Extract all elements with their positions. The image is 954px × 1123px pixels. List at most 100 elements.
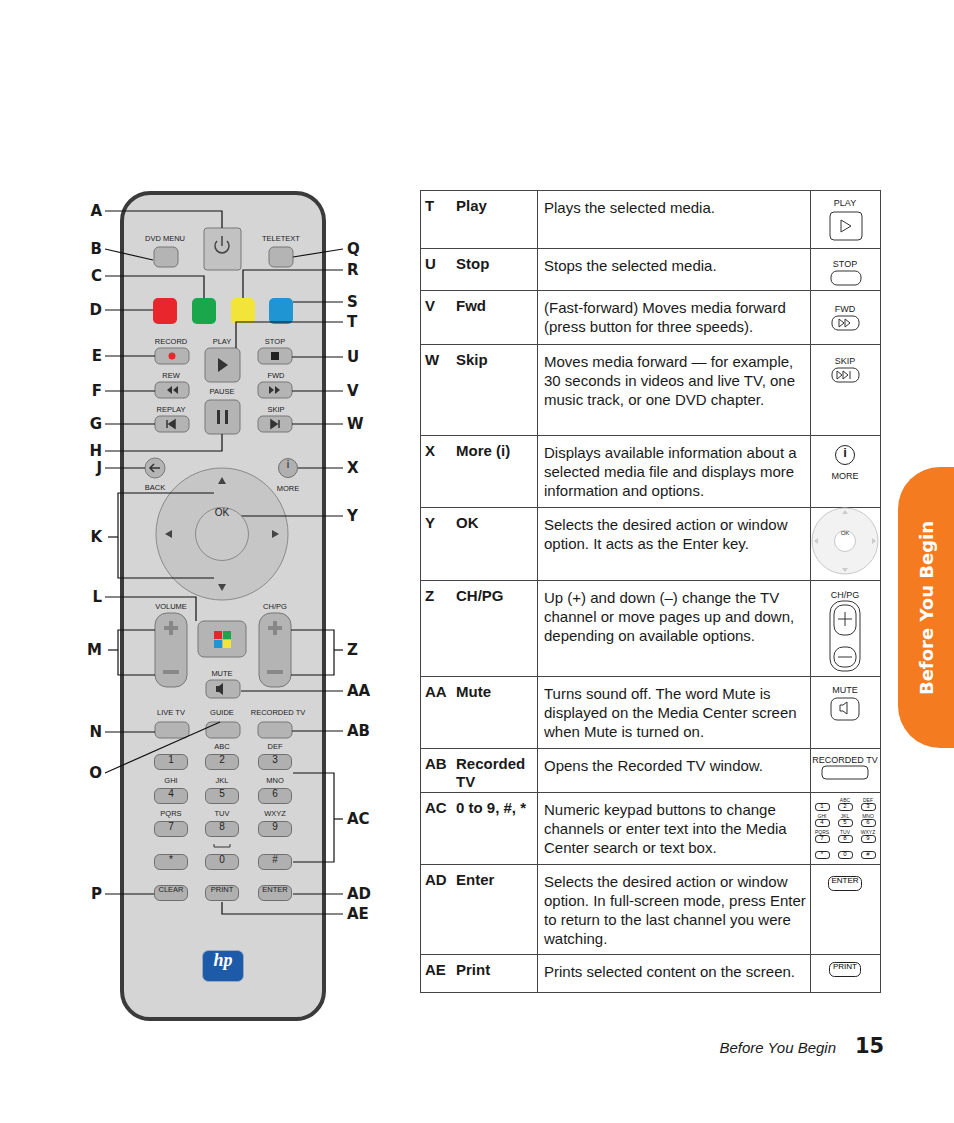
keypad-button: JKL5 (205, 776, 239, 804)
row-letter: AB (425, 755, 447, 772)
keypad-button: PQRS7 (154, 809, 188, 837)
button-label: RECORDED TV (251, 708, 305, 717)
text-line: PRINT (829, 962, 861, 977)
keypad-button: 0 (205, 842, 239, 870)
button-label: CH/PG (263, 602, 287, 611)
icon-key: JKL5 (838, 813, 853, 827)
button-name: OK (456, 514, 536, 532)
text-line: ENTER (258, 885, 292, 901)
ok-button: OK (195, 507, 249, 561)
button-text: * (169, 854, 173, 865)
text-line: PQRS (154, 809, 188, 821)
button-text: 0 (843, 851, 846, 857)
icon-key: # (861, 845, 876, 859)
icon-label: SKIP (835, 356, 856, 366)
callout-letter: D (90, 301, 102, 319)
icon-key: MNO6 (861, 813, 876, 827)
row-letter: X (425, 442, 435, 459)
text-line: # (861, 851, 876, 859)
keypad-button: ENTER (258, 885, 292, 901)
button-text: PQRS (815, 829, 829, 835)
description-cell: Displays available information about a s… (544, 443, 806, 500)
spacer (154, 842, 188, 854)
description-cell: Up (+) and down (–) change the TV channe… (544, 588, 806, 645)
button-text: 0 (219, 854, 225, 865)
button-text: GHI (818, 813, 827, 819)
callout-letter: A (90, 202, 102, 220)
button-label: REPLAY (156, 405, 185, 414)
button-text: * (821, 851, 823, 857)
text-line: 0 (205, 854, 239, 870)
text-line: ENTER (828, 876, 862, 891)
button-name: Recorded TV (456, 755, 536, 791)
row-letter: Z (425, 587, 434, 604)
spacer (838, 845, 853, 851)
text-line: # (258, 854, 292, 870)
button-text: WXYZ (264, 809, 286, 818)
spacer (861, 845, 876, 851)
button-name: Stop (456, 255, 536, 273)
button-label: DVD MENU (145, 234, 185, 243)
text-line: 3 (258, 754, 292, 770)
callout-letter: U (347, 348, 359, 366)
keypad-button: CLEAR (154, 885, 188, 901)
button-text: 9 (272, 821, 278, 832)
keypad-button: TUV8 (205, 809, 239, 837)
text-line: 8 (838, 835, 853, 843)
text-line: DEF (258, 742, 292, 754)
text-line: 1 (815, 803, 830, 811)
text-line: ABC (838, 797, 853, 803)
text-line: 0 (838, 851, 853, 859)
callout-letter: X (347, 459, 359, 477)
keypad-button: GHI 4 (154, 776, 188, 804)
row-letter: V (425, 297, 435, 314)
button-label: VOLUME (155, 602, 187, 611)
button-label: FWD (267, 371, 284, 380)
callout-letter: M (87, 641, 102, 659)
button-text: 9 (866, 835, 869, 841)
button-text: # (866, 851, 869, 857)
keypad-button: MNO6 (258, 776, 292, 804)
button-text: PRINT (833, 962, 857, 971)
row-letter: AE (425, 961, 446, 978)
button-text: 1 (168, 754, 174, 765)
footer-text: Before You Begin (720, 1039, 836, 1056)
button-name: Fwd (456, 297, 536, 315)
icon-key: PRINT (829, 962, 861, 977)
text-line: JKL (838, 813, 853, 819)
keypad-button: * (154, 842, 188, 870)
spacer (154, 742, 188, 754)
button-text: JKL (216, 776, 229, 785)
text-line: 9 (258, 821, 292, 837)
icon-label: CH/PG (831, 590, 860, 600)
button-text: 4 (168, 788, 174, 799)
icon-key: * (815, 845, 830, 859)
text-line: GHI (154, 776, 188, 788)
ok-icon: OK (834, 530, 856, 552)
icon-key: GHI4 (815, 813, 830, 827)
callout-letter: K (90, 528, 102, 546)
description-cell: Prints selected content on the screen. (544, 962, 806, 981)
callout-letter: AA (347, 682, 370, 700)
button-text: 7 (168, 821, 174, 832)
text-line: 2 (838, 803, 853, 811)
callout-letter: V (347, 382, 359, 400)
icon-key: ABC2 (838, 797, 853, 811)
text-line: 7 (154, 821, 188, 837)
button-text: GHI (164, 776, 177, 785)
text-line: TUV (205, 809, 239, 821)
button-label: BACK (145, 483, 165, 492)
button-label: STOP (265, 337, 285, 346)
button-name: Play (456, 197, 536, 215)
spacer (258, 842, 292, 854)
text-line: 6 (861, 819, 876, 827)
callout-letter: Y (347, 507, 358, 525)
callout-letter: AC (347, 810, 370, 828)
text-line: i (835, 445, 855, 465)
icon-key: 1 (815, 797, 830, 811)
icon-label: PLAY (834, 198, 856, 208)
text-line: PRINT (205, 885, 239, 901)
text-line: WXYZ (860, 829, 877, 835)
text-line: DEF (861, 797, 876, 803)
button-label: REW (162, 371, 180, 380)
